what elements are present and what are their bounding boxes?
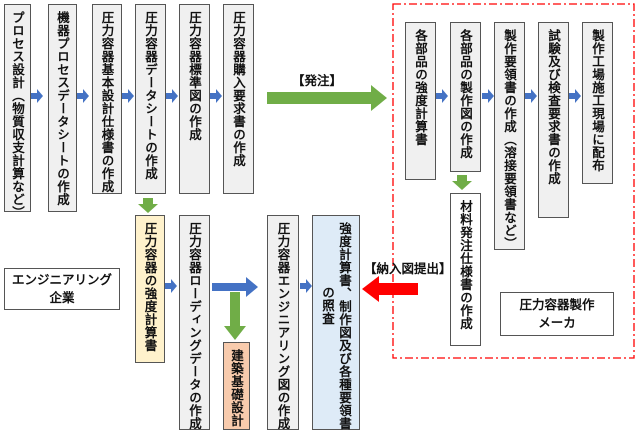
arrow-strength-loading xyxy=(165,279,177,293)
arrow-engdrawing-verify xyxy=(300,279,312,293)
submission-arrow xyxy=(362,276,418,302)
box-foundation-design-text: 建築基礎設計 xyxy=(229,349,244,427)
arrow-4-5 xyxy=(166,89,178,103)
box-test-inspection-spec: 試験及び検査要求書の作成 xyxy=(538,22,569,218)
box-test-inspection-spec-text: 試験及び検査要求書の作成 xyxy=(546,29,561,185)
box-vessel-standard-drawing-text: 圧力容器標準図の作成 xyxy=(187,11,202,141)
submission-label: 【納入図提出】 xyxy=(364,261,452,276)
box-loading-data: 圧力容器ローディングデータの作成 xyxy=(179,215,210,430)
box-vessel-standard-drawing: 圧力容器標準図の作成 xyxy=(179,4,210,194)
arrow-down-strength xyxy=(138,198,158,213)
arrow-m2-m3 xyxy=(482,89,494,103)
box-manufacturing-procedures-text: 製作要領書の作成（溶接要領書など） xyxy=(502,29,517,250)
box-strength-calc-text: 圧力容器の強度計算書 xyxy=(142,222,158,352)
arrow-down-foundation xyxy=(224,292,246,340)
box-verification: の照査 強度計算書、制作図及び各種要領書 xyxy=(312,215,360,430)
box-part-drawings-text: 各部品の製作図の作成 xyxy=(458,29,473,159)
box-strength-calc: 圧力容器の強度計算書 xyxy=(135,215,165,363)
arrow-m3-m4 xyxy=(525,89,537,103)
box-material-order-spec-text: 材料発注仕様書の作成 xyxy=(458,200,473,330)
box-vessel-purchase-spec: 圧力容器購入要求書の作成 xyxy=(223,4,254,194)
box-engineering-drawing: 圧力容器エンジニアリング図の作成 xyxy=(267,215,299,430)
order-label: 【発注】 xyxy=(292,73,343,88)
arrow-1-2 xyxy=(31,89,43,103)
engineering-company-label: エンジニアリング 企業 xyxy=(4,268,120,310)
box-verification-main: 強度計算書、制作図及び各種要領書 xyxy=(337,222,352,430)
box-process-design-text: プロセス設計（物質収支計算など） xyxy=(10,11,25,219)
arrow-5-6 xyxy=(210,89,222,103)
arrow-down-material xyxy=(452,175,472,190)
box-shop-distribution-text: 製作工場施工現場に配布 xyxy=(590,29,605,172)
box-part-drawings: 各部品の製作図の作成 xyxy=(450,22,481,172)
manufacturer-label: 圧力容器製作 メーカ xyxy=(500,292,614,336)
box-part-strength-calc: 各部品の強度計算書 xyxy=(405,22,436,180)
arrow-m4-m5 xyxy=(569,89,581,103)
box-vessel-datasheet: 圧力容器データシートの作成 xyxy=(135,4,166,194)
box-vessel-purchase-spec-text: 圧力容器購入要求書の作成 xyxy=(231,11,246,167)
arrow-2-3 xyxy=(77,89,89,103)
box-manufacturing-procedures: 製作要領書の作成（溶接要領書など） xyxy=(494,22,525,250)
box-vessel-datasheet-text: 圧力容器データシートの作成 xyxy=(143,11,158,180)
arrow-m1-m2 xyxy=(436,89,448,103)
box-verification-suffix: の照査 xyxy=(320,286,335,325)
box-equipment-datasheet-text: 機器プロセスデータシートの作成 xyxy=(55,11,70,206)
box-engineering-drawing-text: 圧力容器エンジニアリング図の作成 xyxy=(275,222,291,430)
arrow-3-4 xyxy=(122,89,134,103)
box-equipment-datasheet: 機器プロセスデータシートの作成 xyxy=(48,4,77,212)
order-arrow xyxy=(267,85,387,111)
box-foundation-design: 建築基礎設計 xyxy=(223,342,250,430)
box-shop-distribution: 製作工場施工現場に配布 xyxy=(582,22,613,184)
box-process-design: プロセス設計（物質収支計算など） xyxy=(4,4,31,219)
arrow-loading-engdrawing xyxy=(212,277,258,297)
manufacturer-region xyxy=(392,3,635,359)
box-vessel-basic-spec-text: 圧力容器基本設計仕様書の作成 xyxy=(99,11,115,193)
box-loading-data-text: 圧力容器ローディングデータの作成 xyxy=(187,222,202,430)
box-part-strength-calc-text: 各部品の強度計算書 xyxy=(413,29,428,146)
box-vessel-basic-spec: 圧力容器基本設計仕様書の作成 xyxy=(92,4,122,194)
box-material-order-spec: 材料発注仕様書の作成 xyxy=(450,193,481,346)
